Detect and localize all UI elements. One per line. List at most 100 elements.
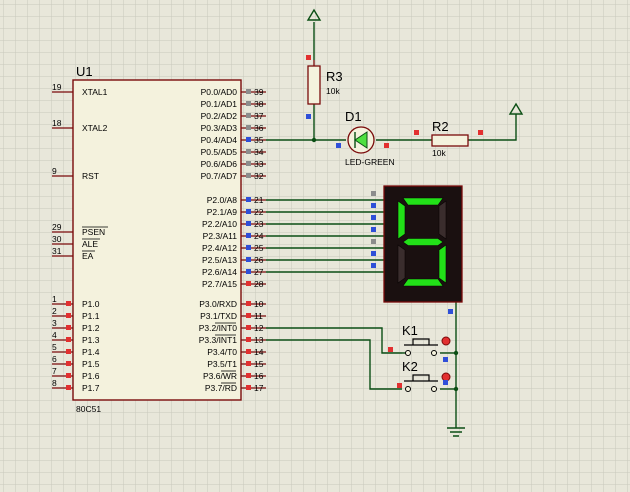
mcu-pin-number: 2 — [52, 306, 57, 316]
mcu-pin-number: 34 — [254, 147, 264, 157]
segment-c — [438, 244, 447, 284]
mcu-pin-label: ALE — [82, 239, 98, 249]
led-d1[interactable]: D1 LED-GREEN — [336, 109, 395, 167]
pushbutton-k2[interactable]: K2 — [397, 359, 451, 392]
power-terminal-top[interactable] — [306, 8, 322, 21]
k1-terminal-right — [431, 350, 437, 356]
mcu-pin-label: P2.1/A9 — [207, 207, 238, 217]
k2-pin-left — [397, 383, 402, 388]
r3-value-label: 10k — [326, 86, 340, 96]
resistor-r2[interactable]: R2 10k — [414, 119, 483, 158]
mcu-pin-number: 10 — [254, 299, 264, 309]
mcu-pin-label: P3.0/RXD — [199, 299, 237, 309]
display-pin — [371, 203, 376, 208]
mcu-pin-p2-2-a10[interactable]: 23 P2.2/A10 — [202, 219, 266, 229]
k2-status-indicator[interactable] — [441, 372, 451, 382]
mcu-pin-p3-0-rxd[interactable]: 10 P3.0/RXD — [199, 299, 266, 309]
d1-triangle — [354, 131, 368, 149]
ground-icon — [447, 427, 465, 437]
r2-pin-right — [478, 130, 483, 135]
mcu-pin-label: P3.7/RD — [205, 383, 237, 393]
mcu-pin-label: P1.4 — [82, 347, 100, 357]
mcu-pin-label: P3.5/T1 — [207, 359, 237, 369]
mcu-pin-number: 28 — [254, 279, 264, 289]
mcu-pin-number: 31 — [52, 246, 62, 256]
display-digit-value: 5 — [0, 0, 5, 2]
mcu-pin-number: 18 — [52, 118, 62, 128]
mcu-pin-label: P1.2 — [82, 323, 100, 333]
mcu-pin-number: 4 — [52, 330, 57, 340]
r2-value-label: 10k — [432, 148, 446, 158]
k1-status-indicator[interactable] — [441, 336, 451, 346]
d1-ref-label: D1 — [345, 109, 362, 124]
mcu-pin-number: 32 — [254, 171, 264, 181]
mcu-pin-number: 30 — [52, 234, 62, 244]
ground-terminal[interactable] — [447, 427, 465, 437]
mcu-pin-label: P3.1/TXD — [200, 311, 237, 321]
pushbutton-k1[interactable]: K1 — [388, 323, 451, 362]
mcu-pin-number: 24 — [254, 231, 264, 241]
mcu-pin-label: P1.1 — [82, 311, 100, 321]
r3-pin-top — [306, 55, 311, 60]
mcu-pin-number: 5 — [52, 342, 57, 352]
wires — [266, 22, 517, 428]
mcu-pin-number: 23 — [254, 219, 264, 229]
mcu-pin-number: 33 — [254, 159, 264, 169]
overbars — [82, 226, 236, 384]
resistor-r3[interactable]: R3 10k — [306, 55, 343, 119]
r2-ref-label: R2 — [432, 119, 449, 134]
seven-segment-display[interactable]: 5 — [0, 0, 463, 314]
mcu-pin-label: RST — [82, 171, 99, 181]
k1-ref-label: K1 — [402, 323, 418, 338]
mcu-pin-label: P0.3/AD3 — [201, 123, 238, 133]
mcu-pin-label: P0.4/AD4 — [201, 135, 238, 145]
segment-e — [397, 244, 406, 284]
mcu-pin-label: P0.1/AD1 — [201, 99, 238, 109]
mcu-pin-label: P0.2/AD2 — [201, 111, 238, 121]
d1-pin-right — [384, 143, 389, 148]
mcu-pin-label: P2.2/A10 — [202, 219, 237, 229]
power-terminal-right[interactable] — [508, 102, 524, 115]
power-arrow-icon — [306, 8, 322, 21]
mcu-pin-label: P2.0/A8 — [207, 195, 238, 205]
k1-pin-right — [443, 357, 448, 362]
r2-pin-left — [414, 130, 419, 135]
